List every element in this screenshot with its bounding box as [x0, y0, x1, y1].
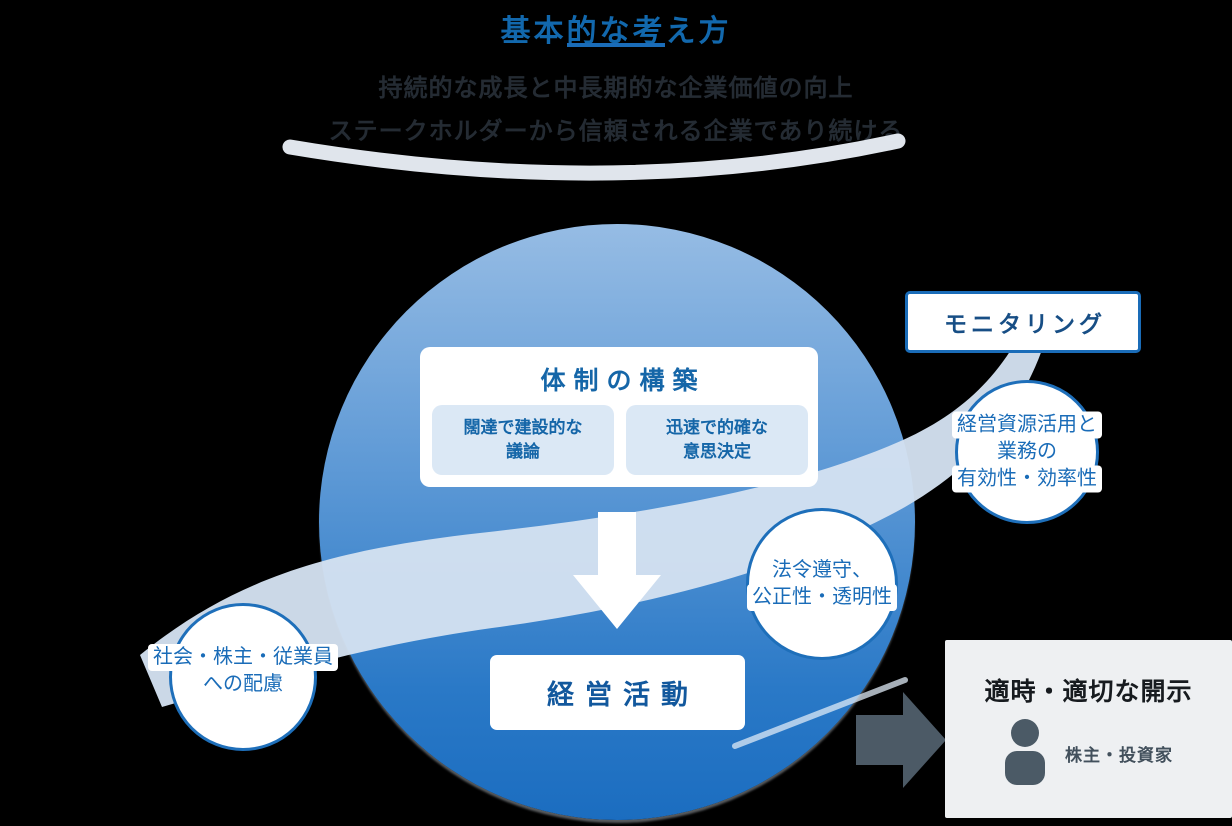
structure-item-discussion: 闊達で建設的な 議論	[432, 405, 614, 475]
bubble-resources: 経営資源活用と 業務の 有効性・効率性	[952, 380, 1102, 524]
bubble-compliance-text: 法令遵守、 公正性・透明性	[747, 557, 897, 611]
disclosure-panel: 適時・適切な開示 株主・投資家	[945, 640, 1232, 818]
disclosure-title: 適時・適切な開示	[984, 678, 1193, 706]
structure-box-title: 体制の構築	[540, 367, 706, 395]
bubble-society: 社会・株主・従業員 への配慮	[148, 603, 338, 751]
audience-row: 株主・投資家	[1003, 718, 1173, 788]
structure-item-decision: 迅速で的確な 意思決定	[626, 405, 808, 475]
subtitle-line-2: ステークホルダーから信頼される企業であり続ける	[328, 118, 904, 145]
management-activity-box: 経営活動	[490, 655, 745, 730]
person-icon	[1005, 719, 1045, 785]
page-title: 基本的な考え方	[500, 15, 732, 48]
right-arrow-icon	[856, 692, 946, 788]
bubble-resources-text: 経営資源活用と 業務の 有効性・効率性	[952, 411, 1102, 493]
structure-box: 体制の構築 闊達で建設的な 議論 迅速で的確な 意思決定	[420, 347, 818, 487]
bubble-society-text: 社会・株主・従業員 への配慮	[148, 644, 338, 699]
subtitle-line-1: 持続的な成長と中長期的な企業価値の向上	[378, 75, 854, 102]
monitoring-box: モニタリング	[905, 291, 1141, 353]
audience-label: 株主・投資家	[1065, 745, 1173, 765]
bubble-compliance: 法令遵守、 公正性・透明性	[746, 508, 898, 660]
title-underline	[567, 43, 665, 47]
